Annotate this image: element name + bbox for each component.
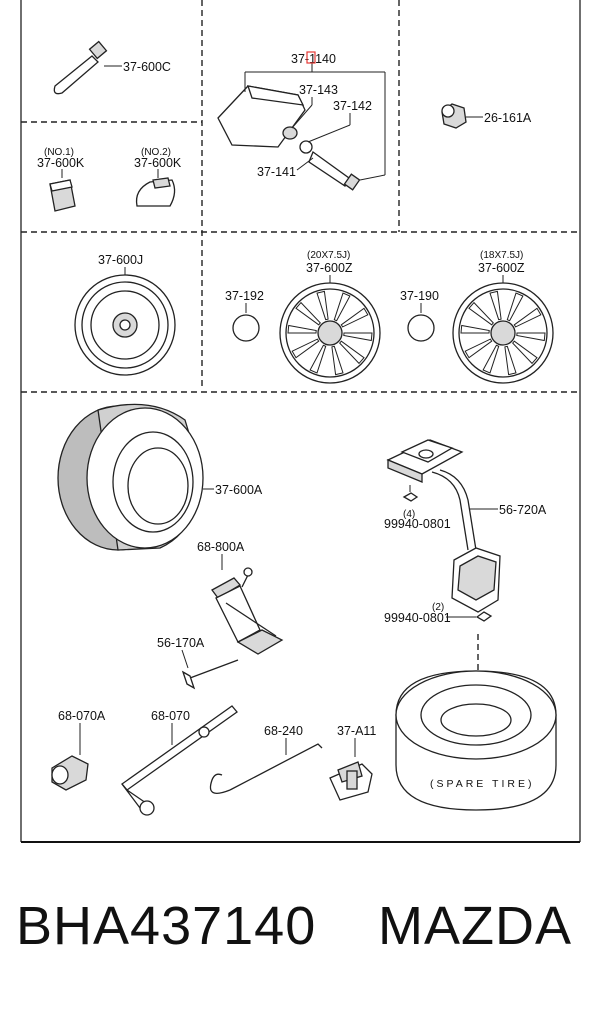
wheel-spoke <box>489 290 502 321</box>
spare-tire-label: (SPARE TIRE) <box>430 778 534 790</box>
label-56-720a: 56-720A <box>499 503 547 517</box>
label-37-1140: 37-1140 <box>291 52 336 66</box>
qty-lower: (2) <box>432 602 444 613</box>
wheel-spoke <box>506 292 524 322</box>
wheel-spoke <box>316 290 329 321</box>
brand-name: MAZDA <box>378 896 572 956</box>
label-37-600k-no2: 37-600K <box>134 156 182 170</box>
wheel-spoke <box>331 345 344 376</box>
spokes-20 <box>287 290 373 376</box>
leader-56-170a <box>181 649 189 669</box>
spare-tire-icon <box>395 670 557 811</box>
label-37-600k-no1: 37-600K <box>37 156 85 170</box>
alloy-wheel-18-icon <box>452 282 554 384</box>
caption-no2: (NO.2) <box>141 147 171 158</box>
caption-20x7-5j: (20X7.5J) <box>307 250 350 261</box>
label-37-a11: 37-A11 <box>337 724 376 738</box>
label-99940-0801-lower: 99940-0801 <box>384 611 451 625</box>
repair-kit-icon <box>329 761 373 801</box>
wheel-spoke <box>464 338 493 359</box>
wheel-spoke <box>460 324 490 334</box>
scissor-jack-icon <box>211 567 284 655</box>
wheel-spoke <box>339 340 365 365</box>
caption-no1: (NO.1) <box>44 147 74 158</box>
compressor-icon <box>135 169 176 207</box>
qty-upper: (4) <box>403 509 415 520</box>
wheel-spoke <box>333 292 351 322</box>
wheel-spoke <box>468 301 494 326</box>
valve-stem-icon <box>53 40 122 95</box>
tpms-sensor-icon <box>217 62 386 191</box>
spare-carrier-icon <box>386 439 501 613</box>
label-26-161a: 26-161A <box>484 111 532 125</box>
caption-18x7-5j: (18X7.5J) <box>480 250 523 261</box>
socket-icon <box>51 755 89 791</box>
label-37-190: 37-190 <box>400 289 439 303</box>
wheel-spoke <box>513 307 542 328</box>
lug-wrench-icon <box>121 705 238 816</box>
label-37-141: 37-141 <box>257 165 296 179</box>
footer: BHA437140 MAZDA <box>0 895 600 975</box>
wheel-spoke <box>482 344 500 374</box>
center-cap-192-icon <box>232 314 260 342</box>
label-99940-0801-upper: 99940-0801 <box>384 517 451 531</box>
label-56-170a: 56-170A <box>157 636 205 650</box>
bolt-lower-icon <box>446 611 493 622</box>
spokes-18 <box>460 290 546 376</box>
label-37-600a: 37-600A <box>215 483 263 497</box>
label-37-143: 37-143 <box>299 83 338 97</box>
label-68-070: 68-070 <box>151 709 190 723</box>
wheel-spoke <box>309 344 327 374</box>
jack-handle-icon <box>209 743 323 794</box>
alloy-wheel-20-icon <box>279 282 381 384</box>
center-cap-190-icon <box>407 314 435 342</box>
label-37-142: 37-142 <box>333 99 372 113</box>
sealant-bottle-icon <box>49 169 76 212</box>
wheel-spoke <box>287 324 317 334</box>
wheel-spoke <box>343 332 373 342</box>
label-37-600z-18: 37-600Z <box>478 261 525 275</box>
part-number: BHA437140 <box>16 896 317 956</box>
steel-wheel-icon <box>74 274 176 376</box>
wheel-spoke <box>340 307 369 328</box>
wheel-spoke <box>291 338 320 359</box>
tire-icon <box>57 403 214 551</box>
label-37-192: 37-192 <box>225 289 264 303</box>
label-37-600z-20: 37-600Z <box>306 261 353 275</box>
label-37-600c: 37-600C <box>123 60 171 74</box>
label-68-240: 68-240 <box>264 724 303 738</box>
label-37-600j: 37-600J <box>98 253 143 267</box>
bolt-upper-icon <box>402 485 419 502</box>
label-68-070a: 68-070A <box>58 709 106 723</box>
label-68-800a: 68-800A <box>197 540 245 554</box>
highlight-marker <box>306 51 316 64</box>
lug-nut-icon <box>441 103 483 129</box>
wheel-spoke <box>516 332 546 342</box>
jack-handle-bolt-icon <box>181 659 239 690</box>
wheel-spoke <box>295 301 321 326</box>
wheel-spoke <box>504 345 517 376</box>
wheel-spoke <box>512 340 538 365</box>
